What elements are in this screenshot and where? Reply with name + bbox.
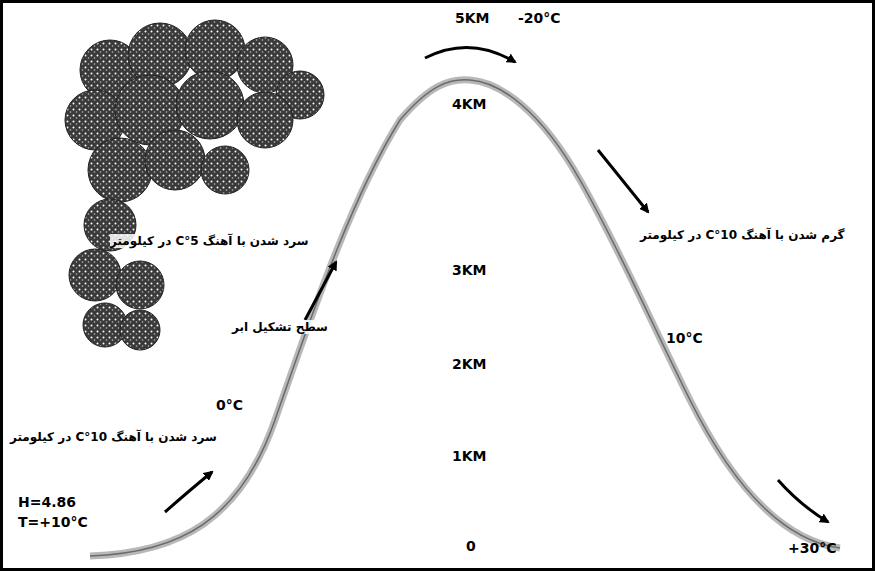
temperature-label: 10°C [666,330,703,347]
altitude-label: 5KM [455,10,490,27]
airflow-arrows [165,47,828,522]
humidity-label: H=4.86 [18,494,76,511]
temperature-label: +30°C [788,540,837,557]
cloud [65,20,324,350]
lapse-rate-note: سرد شدن با آهنگ 5°C در کیلومتر [110,234,308,248]
temperature-label: -20°C [518,10,561,27]
altitude-label: 2KM [452,356,487,373]
cloud-level-note: سطح تشکیل ابر [232,320,328,334]
altitude-label: 3KM [452,262,487,279]
temperature-label: 0°C [216,397,243,414]
temperature-label: T=+10°C [18,514,88,531]
altitude-label: 4KM [452,96,487,113]
mountain-outline [90,80,840,556]
lapse-rate-note: سرد شدن با آهنگ 10°C در کیلومتر [10,430,217,444]
altitude-label: 1KM [452,448,487,465]
altitude-label: 0 [466,538,476,555]
lapse-rate-note: گرم شدن با آهنگ 10°C در کیلومتر [640,228,845,242]
mountain-slope [90,80,840,556]
